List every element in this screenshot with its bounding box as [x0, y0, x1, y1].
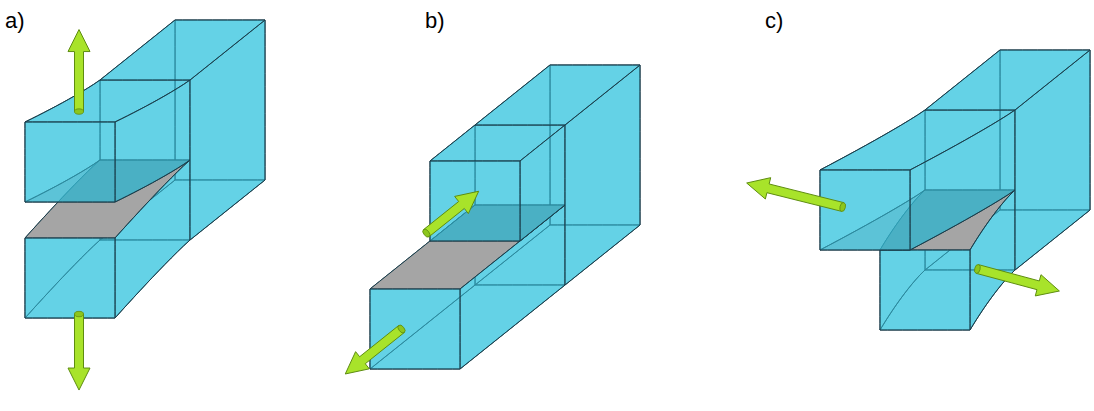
block-face — [25, 122, 115, 202]
load-arrow — [68, 30, 90, 112]
load-arrow — [747, 178, 844, 212]
load-arrows — [345, 191, 478, 374]
panel-label: a) — [5, 10, 25, 32]
load-arrows — [747, 178, 1060, 296]
block-face — [910, 110, 1015, 250]
load-arrow — [345, 325, 404, 373]
cracked-block — [820, 50, 1090, 330]
load-arrows — [68, 30, 90, 390]
cracked-block — [370, 65, 640, 369]
block-face — [115, 80, 190, 202]
block-face — [820, 170, 910, 250]
block-face — [880, 250, 970, 330]
block-face — [100, 20, 265, 80]
block-face — [475, 65, 640, 125]
panel-label: c) — [765, 10, 783, 32]
block-face — [520, 125, 565, 241]
arrow-tail — [75, 109, 84, 114]
arrow-tail — [421, 228, 431, 238]
block-face — [370, 289, 460, 369]
arrow-tail — [839, 202, 846, 212]
arrow-tail — [75, 311, 84, 316]
load-arrow — [976, 265, 1059, 296]
arrow-tail — [974, 264, 982, 274]
block-face — [925, 50, 1090, 110]
block-face — [430, 161, 520, 241]
load-arrow — [424, 191, 479, 236]
block-face — [25, 238, 115, 318]
panel-label: b) — [425, 10, 445, 32]
arrow-tail — [397, 324, 407, 334]
cracked-block — [25, 20, 265, 318]
load-arrow — [68, 314, 90, 390]
